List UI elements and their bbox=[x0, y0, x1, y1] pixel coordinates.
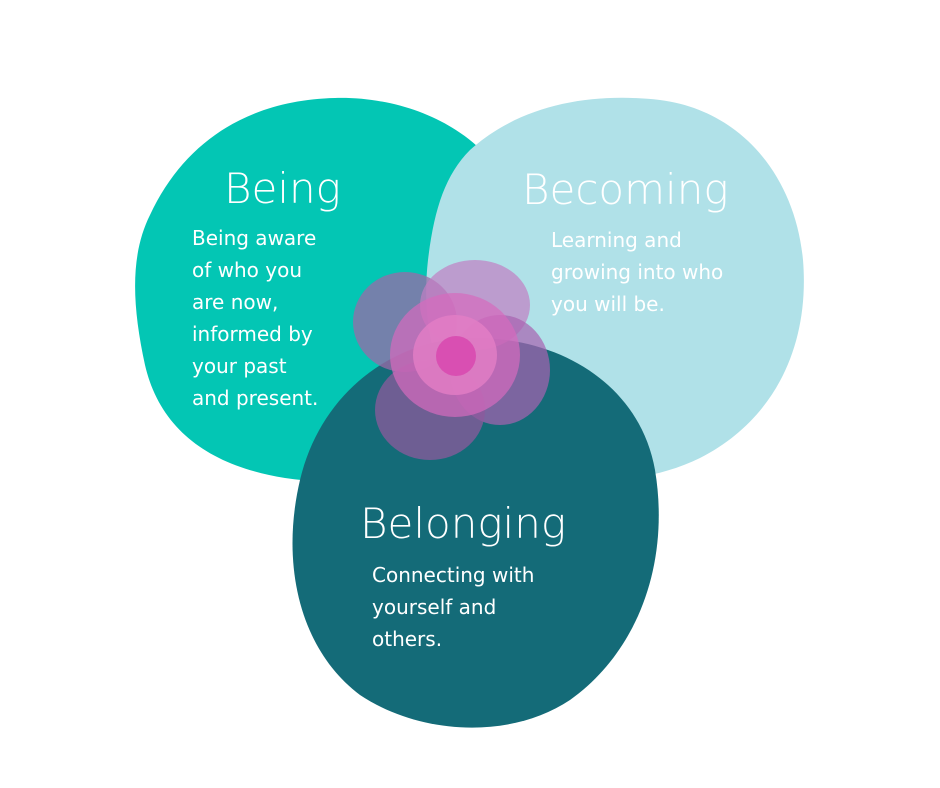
being-description: Being aware of who you are now, informed… bbox=[192, 226, 319, 410]
becoming-title: Becoming bbox=[522, 165, 729, 214]
flower-center bbox=[436, 336, 476, 376]
belonging-description: Connecting with yourself and others. bbox=[372, 563, 535, 651]
being-title: Being bbox=[224, 164, 341, 213]
flower-center-graphic bbox=[353, 260, 550, 460]
becoming-description: Learning and growing into who you will b… bbox=[551, 228, 724, 316]
belonging-title: Belonging bbox=[360, 499, 567, 548]
